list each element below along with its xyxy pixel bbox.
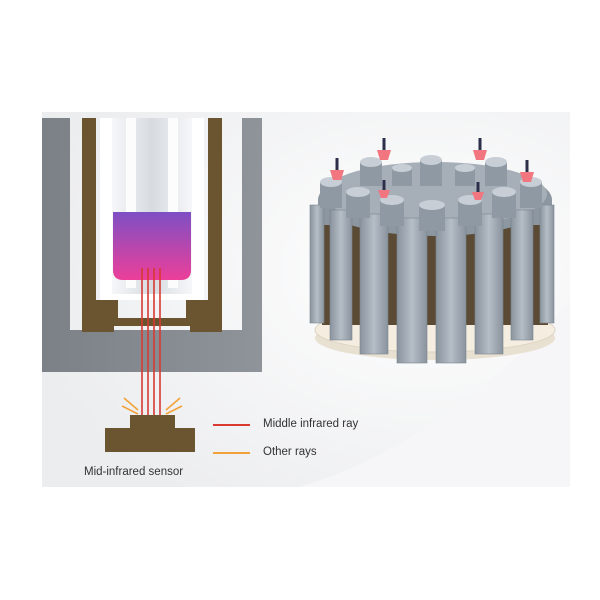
cuvette-caps <box>320 155 542 231</box>
mid-infrared-sensor <box>105 415 195 452</box>
sensor-label: Mid-infrared sensor <box>84 466 184 478</box>
rotor-paddle <box>396 217 428 364</box>
rotor-assembly <box>309 138 556 364</box>
rotor-paddle <box>539 204 555 324</box>
other-ray <box>165 405 183 415</box>
sample-markers <box>330 138 534 200</box>
cuvette-cap <box>455 164 475 186</box>
sample-marker <box>473 138 487 160</box>
sample-marker <box>330 158 344 180</box>
tube-highlight <box>126 118 136 288</box>
rotor-paddle <box>309 204 325 324</box>
sample-marker <box>472 182 484 200</box>
tube-wall <box>100 118 204 300</box>
other-ray <box>165 397 181 411</box>
rotor-paddle <box>435 217 467 364</box>
cuvette-cap <box>492 187 516 218</box>
background-swoosh <box>300 300 570 487</box>
tube-holder <box>82 118 222 332</box>
sectional-view <box>42 118 262 454</box>
rotor-paddles <box>309 204 555 364</box>
housing-wall <box>42 118 262 372</box>
cuvette-cap <box>420 155 442 186</box>
rotor-paddle <box>359 213 389 355</box>
middle-infrared-rays <box>141 268 161 418</box>
other-ray <box>123 397 139 411</box>
other-rays <box>121 397 183 415</box>
sample-marker <box>378 180 390 198</box>
cuvette-cap <box>346 187 370 218</box>
rotor-paddle <box>510 209 534 341</box>
cuvette-cap <box>380 195 404 226</box>
cuvette-cap <box>392 164 412 186</box>
tube-highlight <box>168 118 178 288</box>
rotor-paddle <box>329 209 353 341</box>
rotor-paddle <box>474 213 504 355</box>
other-ray <box>121 405 139 415</box>
sample-liquid <box>113 212 191 280</box>
cuvette-cap <box>419 200 445 231</box>
rotor-core <box>322 225 548 325</box>
sample-marker <box>520 160 534 182</box>
cuvette-cap <box>360 157 382 186</box>
cuvette-cap <box>320 177 342 208</box>
legend-label-middle-infrared: Middle infrared ray <box>263 418 359 430</box>
legend-label-other-rays: Other rays <box>263 446 317 458</box>
cuvette-cap <box>485 157 507 186</box>
sample-marker <box>377 138 391 160</box>
